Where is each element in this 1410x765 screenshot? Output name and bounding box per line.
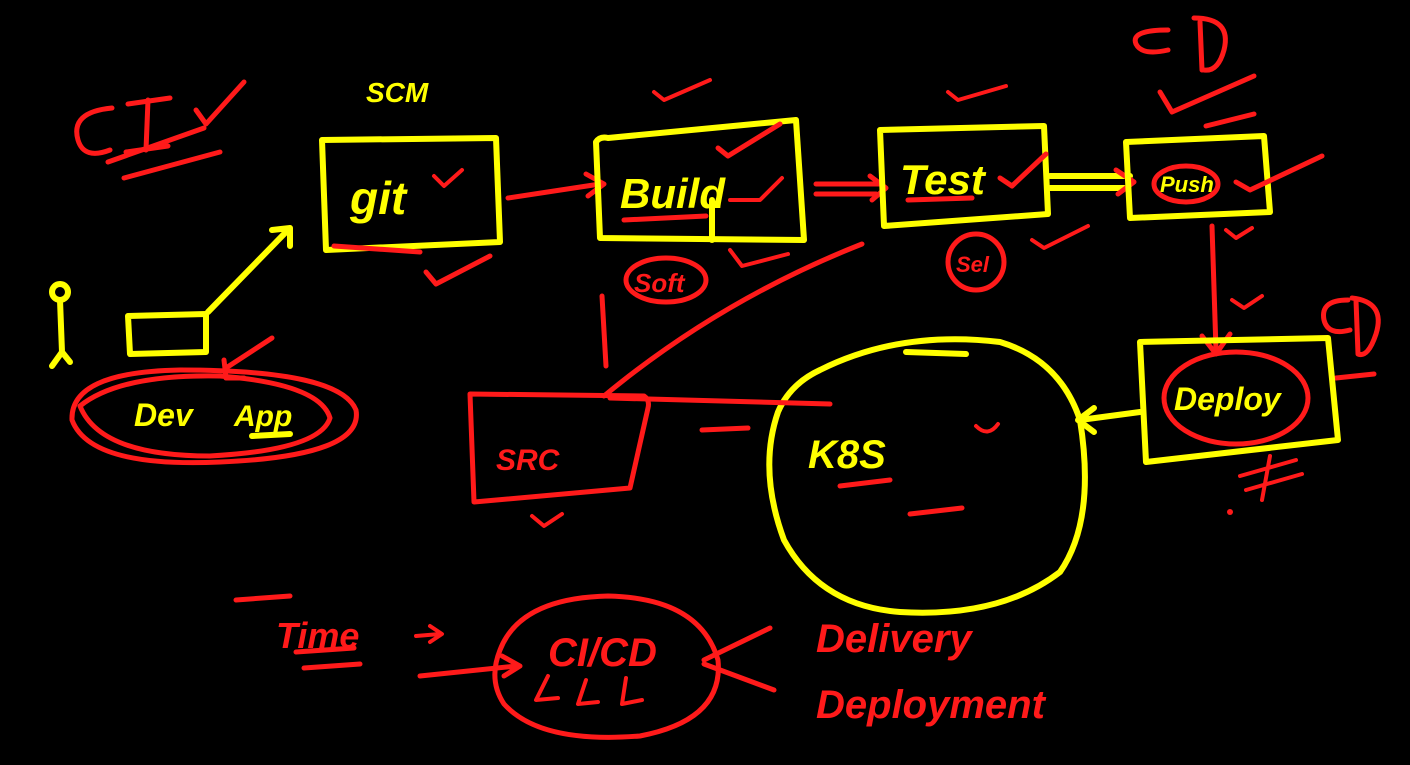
arrow-deploy-to-k8s (1075, 405, 1143, 435)
build-stage-box: Build Soft (593, 78, 807, 305)
build-check-inner-icon (728, 176, 784, 202)
arrow-test-to-push (1047, 173, 1133, 191)
cicd-tick-3 (620, 676, 644, 706)
deploy-stage-box: Deploy (1137, 335, 1341, 515)
k8s-smile (974, 422, 1000, 434)
scm-label: SCM (366, 77, 429, 108)
dev-pointer-arrow (221, 335, 275, 381)
push-label: Push (1160, 172, 1214, 197)
app-label: App (233, 400, 292, 433)
test-label: Test (900, 156, 987, 203)
dev-app-circle-inner (77, 373, 333, 459)
test-stage-box: Test Sel (877, 84, 1090, 293)
app-underline (249, 431, 293, 439)
cicd-tick-2 (576, 678, 600, 706)
arrow-dev-to-git (205, 225, 293, 315)
dev-label: Dev (134, 397, 195, 433)
build-underline (621, 213, 709, 223)
deploy-label: Deploy (1174, 381, 1283, 417)
deploy-check-top-icon (1230, 294, 1264, 310)
time-to-cicd-arrow (417, 653, 523, 679)
test-check-below-icon (1030, 224, 1090, 250)
sel-circle (945, 231, 1007, 293)
dev-app-circle-outer (69, 367, 359, 466)
build-label: Build (620, 170, 726, 217)
build-check-below-icon (728, 248, 790, 268)
push-check-below-icon (1224, 226, 1254, 240)
cicd-tick-1 (534, 674, 560, 702)
src-label: SRC (496, 444, 561, 477)
test-underline (905, 195, 975, 203)
push-circle (1151, 163, 1221, 205)
test-check-top-icon (946, 84, 1008, 102)
push-stage-box: Push (1123, 133, 1325, 240)
src-link-to-build (601, 241, 865, 399)
time-annotation: Time (233, 593, 523, 679)
deploy-dot (1227, 509, 1233, 515)
cicd-circle-group: CI/CD (492, 593, 777, 740)
deploy-scribble (1238, 454, 1304, 502)
k8s-label: K8S (808, 433, 886, 477)
k8s-dash (907, 505, 965, 517)
test-check-icon (997, 151, 1049, 189)
git-underline (331, 243, 423, 255)
developer-area: Dev App (49, 225, 359, 466)
src-check-icon (530, 512, 564, 528)
deploy-circle (1161, 349, 1311, 447)
git-label: git (349, 172, 408, 224)
build-check-icon (715, 121, 783, 159)
git-stage-box: git (319, 135, 503, 287)
time-arrow (414, 624, 444, 644)
push-check-icon (1233, 153, 1325, 193)
git-check-below-icon (423, 253, 493, 287)
cd-right-annotation (1321, 295, 1381, 381)
cicd-branch-lines (701, 625, 777, 693)
arrow-build-to-test (813, 173, 889, 203)
cicd-circle (492, 593, 721, 740)
laptop-box (125, 311, 209, 357)
soft-label: Soft (634, 268, 686, 298)
arrow-git-to-build (505, 171, 607, 201)
ci-annotation (74, 79, 247, 181)
src-dash (699, 425, 751, 433)
arrow-push-to-deploy (1199, 223, 1233, 357)
k8s-cluster-circle: K8S (766, 336, 1088, 616)
delivery-label: Delivery (816, 617, 973, 661)
cicd-label: CI/CD (548, 631, 657, 675)
git-check-icon (432, 168, 464, 188)
src-box: SRC (467, 241, 865, 528)
src-link-to-k8s (607, 395, 833, 407)
deployment-label: Deployment (816, 683, 1047, 727)
sel-label: Sel (956, 252, 990, 277)
developer-body-icon (49, 297, 73, 369)
src-tick (599, 293, 609, 369)
arrow-test-to-push-head (1113, 167, 1137, 197)
cd-top-annotation (1132, 15, 1257, 129)
time-underline (293, 645, 363, 671)
k8s-underline (837, 477, 893, 489)
soft-circle (623, 255, 709, 305)
build-check-top-icon (652, 78, 712, 102)
